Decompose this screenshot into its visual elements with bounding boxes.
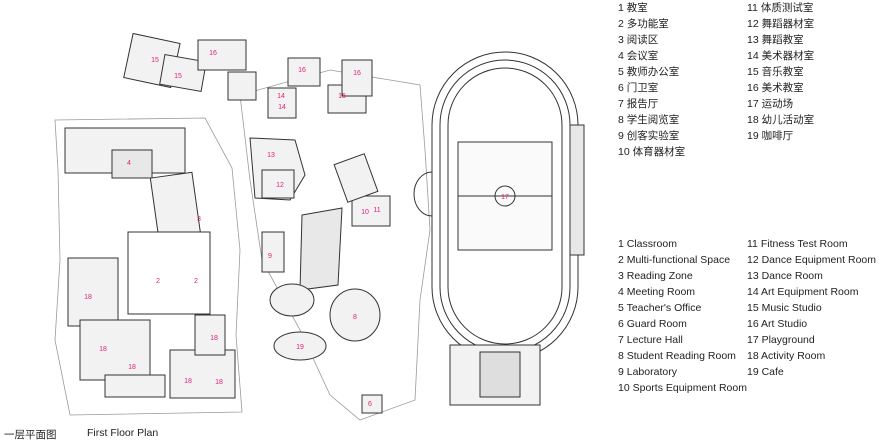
middle-building bbox=[249, 137, 391, 414]
room-label: 18 bbox=[215, 379, 223, 386]
legend-item: 16 Art Studio bbox=[747, 318, 808, 330]
legend-item: 9 Laboratory bbox=[618, 366, 677, 378]
legend-cn-column-1: 1 教室 2 多功能室 3 阅读区 4 会议室 5 教师办公室 6 门卫室 7 报告厅 8 学… bbox=[618, 0, 685, 160]
room-label: 18 bbox=[210, 335, 218, 342]
legend-item: 16 美术教室 bbox=[747, 82, 804, 94]
legend-item: 3 阅读区 bbox=[618, 34, 659, 46]
legend-item: 1 Classroom bbox=[618, 238, 677, 250]
legend-item: 11 Fitness Test Room bbox=[747, 238, 848, 250]
room-label: 2 bbox=[194, 278, 198, 285]
legend-item: 2 Multi-functional Space bbox=[618, 254, 731, 266]
left-building bbox=[64, 127, 236, 399]
room-label: 12 bbox=[276, 182, 284, 189]
legend-item: 18 幼儿活动室 bbox=[747, 114, 815, 126]
room-label: 18 bbox=[128, 364, 136, 371]
room-label: 16 bbox=[209, 50, 217, 57]
room-label: 2 bbox=[156, 278, 160, 285]
legend-cn-column-2: 11 体质测试室 12 舞蹈器材室 13 舞蹈教室 14 美术器材室 15 音乐教室 16… bbox=[747, 0, 814, 144]
legend-item: 14 Art Equipment Room bbox=[747, 286, 859, 298]
legend-item: 14 美术器材室 bbox=[747, 50, 815, 62]
legend-item: 12 舞蹈器材室 bbox=[747, 18, 815, 30]
legend-item: 13 Dance Room bbox=[747, 270, 823, 282]
legend-item: 10 体育器材室 bbox=[618, 146, 686, 158]
room-label: 10 bbox=[361, 209, 369, 216]
legend-item: 5 Teacher's Office bbox=[618, 302, 702, 314]
room-label: 13 bbox=[267, 152, 275, 159]
legend-item: 11 体质测试室 bbox=[747, 2, 814, 14]
legend-item: 18 Activity Room bbox=[747, 350, 826, 362]
room-label: 6 bbox=[368, 401, 372, 408]
legend-item: 6 门卫室 bbox=[618, 82, 659, 94]
legend-item: 5 教师办公室 bbox=[618, 66, 680, 78]
plan-title-cn: 一层平面图 bbox=[4, 429, 57, 441]
room-label: 16 bbox=[353, 70, 361, 77]
plan-title-en: First Floor Plan bbox=[87, 427, 159, 439]
room-label: 17 bbox=[501, 194, 509, 201]
room-label: 15 bbox=[174, 73, 182, 80]
legend-item: 9 创客实验室 bbox=[618, 130, 680, 142]
floor-plan-drawing: 16 15 15 16 16 15 14 14 13 12 11 10 9 4 … bbox=[54, 32, 585, 421]
room-labels: 16 15 15 16 16 15 14 14 13 12 11 10 9 4 … bbox=[84, 50, 509, 408]
legend-item: 4 Meeting Room bbox=[618, 286, 696, 298]
legend-item: 2 多功能室 bbox=[618, 18, 669, 30]
room-label: 18 bbox=[99, 346, 107, 353]
legend-item: 19 Cafe bbox=[747, 366, 784, 378]
legend-item: 1 教室 bbox=[618, 2, 648, 14]
north-building bbox=[123, 32, 373, 119]
legend-item: 12 Dance Equipment Room bbox=[747, 254, 876, 266]
legend-item: 15 音乐教室 bbox=[747, 66, 804, 78]
legend-en-column-2: 11 Fitness Test Room 12 Dance Equipment R… bbox=[747, 236, 876, 380]
legend-item: 8 Student Reading Room bbox=[618, 350, 736, 362]
room-label: 8 bbox=[353, 314, 357, 321]
legend-item: 6 Guard Room bbox=[618, 318, 687, 330]
playground bbox=[413, 51, 585, 361]
room-label: 14 bbox=[278, 104, 286, 111]
room-label: 11 bbox=[373, 207, 380, 214]
legend-item: 4 会议室 bbox=[618, 50, 659, 62]
lecture-hall bbox=[449, 344, 541, 406]
legend-item: 10 Sports Equipment Room bbox=[618, 382, 747, 394]
room-label: 16 bbox=[298, 67, 306, 74]
room-label: 15 bbox=[338, 93, 346, 100]
legend-item: 7 Lecture Hall bbox=[618, 334, 683, 346]
room-label: 19 bbox=[296, 344, 304, 351]
legend-item: 3 Reading Zone bbox=[618, 270, 693, 282]
room-label: 15 bbox=[151, 57, 159, 64]
legend-item: 17 运动场 bbox=[747, 98, 794, 110]
room-label: 4 bbox=[127, 160, 131, 167]
room-label: 14 bbox=[277, 93, 285, 100]
room-label: 3 bbox=[197, 216, 201, 223]
legend-item: 19 咖啡厅 bbox=[747, 130, 794, 142]
room-label: 18 bbox=[184, 378, 192, 385]
legend-item: 8 学生阅览室 bbox=[618, 114, 680, 126]
room-label: 9 bbox=[268, 253, 272, 260]
legend-item: 7 报告厅 bbox=[618, 98, 659, 110]
legend-en-column-1: 1 Classroom 2 Multi-functional Space 3 Rea… bbox=[618, 236, 747, 396]
room-label: 18 bbox=[84, 294, 92, 301]
legend-item: 17 Playground bbox=[747, 334, 815, 346]
legend-item: 15 Music Studio bbox=[747, 302, 822, 314]
legend-item: 13 舞蹈教室 bbox=[747, 34, 804, 46]
